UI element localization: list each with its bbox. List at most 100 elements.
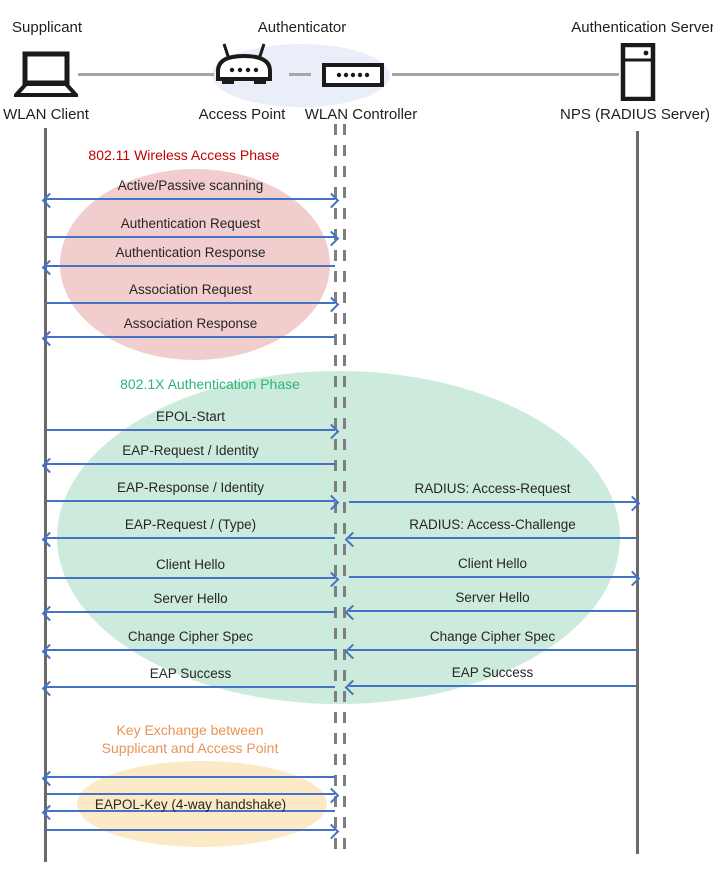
message-label: EAP Success: [149, 666, 232, 681]
arrow-shaft: [46, 500, 335, 502]
arrow-shaft: [46, 649, 335, 651]
message-arrow: [344, 531, 637, 547]
message-arrow: [344, 604, 637, 620]
message-label: EAP Success: [451, 665, 534, 680]
message-arrow: [41, 531, 336, 547]
message-label: EAP-Response / Identity: [116, 480, 265, 495]
message-arrow: [45, 423, 340, 439]
arrow-shaft: [46, 429, 335, 431]
arrow-shaft: [349, 649, 636, 651]
message-arrow: [41, 605, 336, 621]
message-label: EAP-Request / (Type): [124, 517, 257, 532]
node-label-nps-radius-server: NPS (RADIUS Server): [559, 106, 711, 123]
arrow-shaft: [46, 829, 335, 831]
topology-connector-right: [392, 73, 619, 76]
message-arrow: [348, 570, 641, 586]
message-arrow: [45, 230, 340, 246]
arrow-shaft: [46, 236, 335, 238]
message-label: Authentication Response: [115, 245, 266, 260]
arrow-shaft: [46, 265, 335, 267]
node-label-wlan-client: WLAN Client: [3, 106, 89, 123]
arrow-shaft: [46, 198, 335, 200]
topology-connector-left: [78, 73, 214, 76]
role-supplicant: Supplicant: [12, 19, 83, 36]
message-label: Change Cipher Spec: [429, 629, 556, 644]
message-arrow: [45, 571, 340, 587]
message-label: RADIUS: Access-Challenge: [409, 517, 576, 532]
access-point-icon: [216, 43, 272, 84]
wlan-client-lifeline: [44, 128, 47, 862]
message-arrow: [45, 787, 340, 803]
arrowhead-left-icon: [41, 605, 58, 621]
message-label: Server Hello: [153, 591, 228, 606]
message-label: RADIUS: Access-Request: [414, 481, 571, 496]
key-exchange-phase-ellipse: [77, 761, 327, 847]
arrow-shaft: [46, 776, 335, 778]
topology-connector-middle: [289, 73, 311, 76]
node-label-wlan-controller: WLAN Controller: [304, 106, 418, 123]
server-icon: [620, 43, 656, 101]
arrow-shaft: [46, 577, 335, 579]
node-label-access-point: Access Point: [198, 106, 286, 123]
role-authentication-server: Authentication Server: [571, 19, 713, 36]
key-exchange-phase-title: Key Exchange between Supplicant and Acce…: [101, 722, 279, 756]
arrow-shaft: [46, 336, 335, 338]
message-arrow: [344, 643, 637, 659]
arrowhead-left-icon: [41, 259, 58, 275]
arrowhead-left-icon: [41, 192, 58, 208]
arrowhead-left-icon: [41, 804, 58, 820]
arrowhead-left-icon: [41, 330, 58, 346]
message-arrow: [344, 679, 637, 695]
arrowhead-left-icon: [41, 457, 58, 473]
message-label: Active/Passive scanning: [117, 178, 264, 193]
wlan-controller-lifeline-left: [334, 124, 337, 853]
message-arrow: [41, 680, 336, 696]
arrow-shaft: [349, 610, 636, 612]
wlan-controller-icon: [322, 63, 384, 87]
arrowhead-left-icon: [344, 643, 361, 659]
message-label: EAPOL-Key (4-way handshake): [94, 797, 287, 812]
message-label: Authentication Request: [120, 216, 261, 231]
arrow-shaft: [349, 501, 636, 503]
arrowhead-left-icon: [41, 643, 58, 659]
message-label: EPOL-Start: [155, 409, 226, 424]
arrowhead-left-icon: [344, 604, 361, 620]
message-arrow: [41, 192, 340, 208]
message-arrow: [45, 296, 340, 312]
message-label: Client Hello: [155, 557, 226, 572]
message-label: Client Hello: [457, 556, 528, 571]
wireless-access-phase-title: 802.11 Wireless Access Phase: [88, 147, 280, 163]
role-authenticator: Authenticator: [257, 19, 347, 36]
laptop-icon: [14, 51, 78, 97]
arrow-shaft: [46, 686, 335, 688]
message-arrow: [41, 804, 336, 820]
message-label: Server Hello: [455, 590, 530, 605]
arrow-shaft: [46, 793, 335, 795]
arrow-shaft: [46, 810, 335, 812]
arrow-shaft: [349, 685, 636, 687]
arrow-shaft: [46, 611, 335, 613]
arrowhead-left-icon: [41, 770, 58, 786]
arrowhead-left-icon: [344, 679, 361, 695]
wireless-access-phase-ellipse: [60, 169, 330, 360]
message-arrow: [41, 457, 336, 473]
message-arrow: [45, 823, 340, 839]
message-arrow: [348, 495, 641, 511]
message-arrow: [41, 770, 336, 786]
arrowhead-left-icon: [344, 531, 361, 547]
wlan-controller-lifeline-right: [343, 124, 346, 853]
message-arrow: [45, 494, 340, 510]
arrowhead-left-icon: [41, 680, 58, 696]
message-label: Association Request: [128, 282, 253, 297]
arrowhead-left-icon: [41, 531, 58, 547]
message-arrow: [41, 643, 336, 659]
arrow-shaft: [46, 537, 335, 539]
message-arrow: [41, 330, 336, 346]
arrow-shaft: [349, 576, 636, 578]
message-label: Change Cipher Spec: [127, 629, 254, 644]
authentication-phase-title: 802.1X Authentication Phase: [120, 376, 300, 392]
arrow-shaft: [349, 537, 636, 539]
message-label: EAP-Request / Identity: [122, 443, 259, 458]
arrow-shaft: [46, 302, 335, 304]
